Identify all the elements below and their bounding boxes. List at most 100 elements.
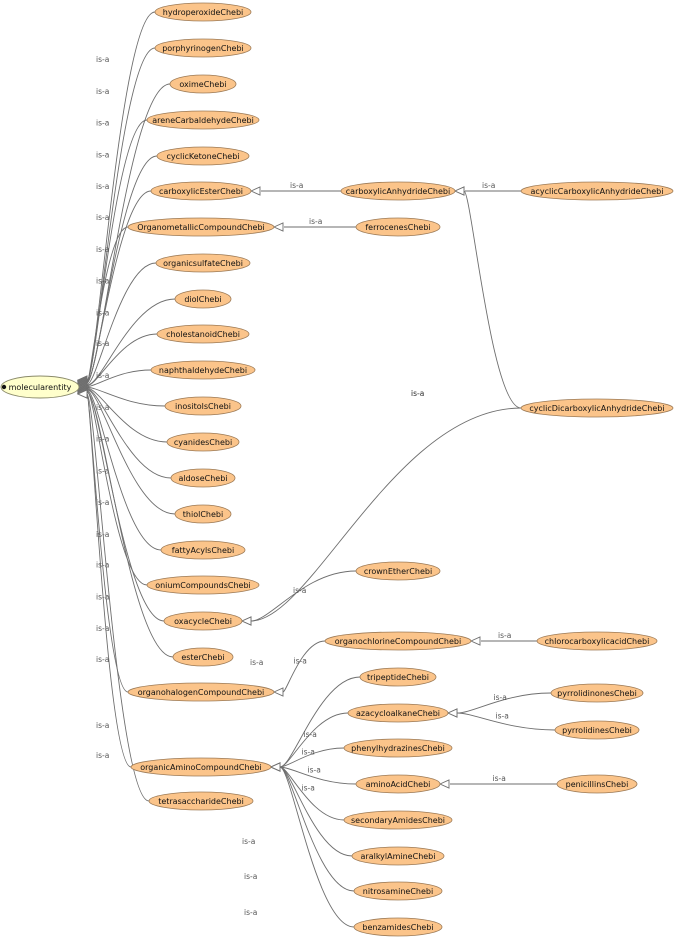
edge-label: is-a	[96, 655, 109, 664]
node-label: organicAminoCompoundChebi	[140, 763, 262, 772]
edge-line	[86, 388, 172, 479]
node-phenylhydrazines-chebi[interactable]: phenylhydrazinesChebi	[343, 738, 453, 758]
edge: is-a	[240, 570, 357, 626]
edge-line	[463, 190, 522, 409]
node-label: esterChebi	[181, 653, 224, 662]
edge-line	[86, 389, 162, 551]
edge: is-a	[411, 186, 522, 409]
edge-label: is-a	[411, 389, 424, 398]
node-shape	[324, 631, 472, 651]
node-shape	[355, 217, 441, 237]
node-organohalogen-compound-chebi[interactable]: organohalogenCompoundChebi	[127, 682, 275, 702]
arrowhead-icon	[272, 222, 284, 232]
node-label: secondaryAmidesChebi	[351, 816, 445, 825]
node-label: cyanidesChebi	[174, 438, 232, 447]
node-porphyrinogen-chebi[interactable]: porphyrinogenChebi	[154, 38, 252, 58]
node-cyclic-ketone-chebi[interactable]: cyclicKetoneChebi	[156, 146, 250, 166]
edge-line	[86, 333, 158, 387]
node-label: tripeptideChebi	[367, 673, 429, 682]
edge-line	[279, 712, 349, 768]
edge-line	[279, 676, 361, 768]
edge-label: is-a	[494, 693, 507, 702]
node-cyanides-chebi[interactable]: cyanidesChebi	[166, 432, 240, 452]
edge-label: is-a	[304, 730, 317, 739]
arrowhead-icon	[272, 687, 284, 697]
edge: is-a	[469, 631, 537, 646]
node-label: oniumCompoundsChebi	[155, 581, 251, 590]
node-inositols-chebi[interactable]: inositolsChebi	[164, 396, 242, 416]
node-tripeptide-chebi[interactable]: tripeptideChebi	[359, 667, 437, 687]
arrowhead-icon	[438, 779, 450, 789]
arrowhead-icon	[240, 616, 252, 626]
node-oxime-chebi[interactable]: oximeChebi	[169, 74, 237, 94]
node-carboxylic-anhydride-chebi[interactable]: carboxylicAnhydrideChebi	[340, 181, 456, 201]
node-ester-chebi[interactable]: esterChebi	[172, 647, 234, 667]
edge: is-a	[242, 762, 353, 857]
node-label: organochlorineCompoundChebi	[335, 637, 461, 646]
node-organochlorine-compound-chebi[interactable]: organochlorineCompoundChebi	[324, 631, 472, 651]
node-label: oximeChebi	[179, 80, 226, 89]
edge-label: is-a	[96, 150, 109, 159]
edge-label: is-a	[244, 872, 257, 881]
edge: is-a	[240, 389, 522, 626]
node-acyclic-carboxylic-anhydride-chebi[interactable]: acyclicCarboxylicAnhydrideChebi	[520, 181, 674, 201]
edge-label: is-a	[302, 748, 315, 757]
node-label: aminoAcidChebi	[366, 780, 431, 789]
node-tetrasaccharide-chebi[interactable]: tetrasaccharideChebi	[148, 791, 254, 811]
node-chlorocarboxylicacid-chebi[interactable]: chlorocarboxylicacidChebi	[536, 631, 658, 651]
node-onium-compounds-chebi[interactable]: oniumCompoundsChebi	[146, 575, 260, 595]
edge-label: is-a	[96, 371, 109, 380]
edge-label: is-a	[290, 181, 303, 190]
edge: is-a	[76, 298, 176, 390]
node-shape	[160, 540, 246, 560]
edge-line	[86, 386, 166, 407]
edge-label: is-a	[96, 245, 109, 254]
node-label: organicsulfateChebi	[163, 259, 243, 268]
node-label: naphthaldehydeChebi	[159, 366, 247, 375]
edge-line	[86, 226, 129, 385]
node-shape	[156, 146, 250, 166]
node-amino-acid-chebi[interactable]: aminoAcidChebi	[355, 774, 441, 794]
root-dot-icon	[1, 384, 7, 390]
node-label: inositolsChebi	[175, 402, 231, 411]
node-organicsulfate-chebi[interactable]: organicsulfateChebi	[155, 253, 251, 273]
node-molecularentity[interactable]: molecularentity	[0, 375, 80, 399]
node-secondary-amides-chebi[interactable]: secondaryAmidesChebi	[343, 810, 453, 830]
node-fatty-acyls-chebi[interactable]: fattyAcylsChebi	[160, 540, 246, 560]
node-benzamides-chebi[interactable]: benzamidesChebi	[353, 917, 443, 937]
node-organic-amino-compound-chebi[interactable]: organicAminoCompoundChebi	[130, 757, 272, 777]
node-thiol-chebi[interactable]: thiolChebi	[174, 504, 232, 524]
node-carboxylic-ester-chebi[interactable]: carboxylicEsterChebi	[150, 181, 252, 201]
node-aldose-chebi[interactable]: aldoseChebi	[170, 468, 236, 488]
edge-line	[86, 390, 148, 586]
node-penicillins-chebi[interactable]: penicillinsChebi	[556, 774, 638, 794]
node-cyclic-dicarboxylic-anhydride-chebi[interactable]: cyclicDicarboxylicAnhydrideChebi	[520, 398, 674, 418]
edge: is-a	[76, 386, 148, 586]
arrowhead-icon	[453, 186, 465, 196]
node-shape	[146, 110, 260, 130]
node-label: OrganometallicCompoundChebi	[137, 223, 265, 232]
edge-line	[456, 692, 552, 714]
edge-label: is-a	[496, 712, 509, 721]
node-naphthaldehyde-chebi[interactable]: naphthaldehydeChebi	[150, 360, 256, 380]
node-shape	[353, 917, 443, 937]
node-label: acyclicCarboxylicAnhydrideChebi	[531, 187, 664, 196]
node-organometallic-compound-chebi[interactable]: OrganometallicCompoundChebi	[127, 217, 275, 237]
edge: is-a	[272, 217, 356, 232]
node-diol-chebi[interactable]: diolChebi	[174, 289, 232, 309]
node-shape	[353, 881, 443, 901]
node-oxacycle-chebi[interactable]: oxacycleChebi	[163, 611, 243, 631]
node-arene-carbaldehyde-chebi[interactable]: areneCarbaldehydeChebi	[146, 110, 260, 130]
node-azacycloalkane-chebi[interactable]: azacycloalkaneChebi	[347, 703, 449, 723]
edge-label: is-a	[242, 837, 255, 846]
edge: is-a	[76, 11, 156, 385]
node-aralkyl-amine-chebi[interactable]: aralkylAmineChebi	[351, 846, 445, 866]
node-pyrrolidines-chebi[interactable]: pyrrolidinesChebi	[554, 720, 640, 740]
node-ferrocenes-chebi[interactable]: ferrocenesChebi	[355, 217, 441, 237]
node-hydroperoxide-chebi[interactable]: hydroperoxideChebi	[154, 2, 252, 22]
node-crown-ether-chebi[interactable]: crownEtherChebi	[355, 561, 441, 581]
node-pyrrolidinones-chebi[interactable]: pyrrolidinonesChebi	[550, 683, 644, 703]
node-cholestanoid-chebi[interactable]: cholestanoidChebi	[156, 324, 250, 344]
node-nitrosamine-chebi[interactable]: nitrosamineChebi	[353, 881, 443, 901]
node-shape	[146, 575, 260, 595]
